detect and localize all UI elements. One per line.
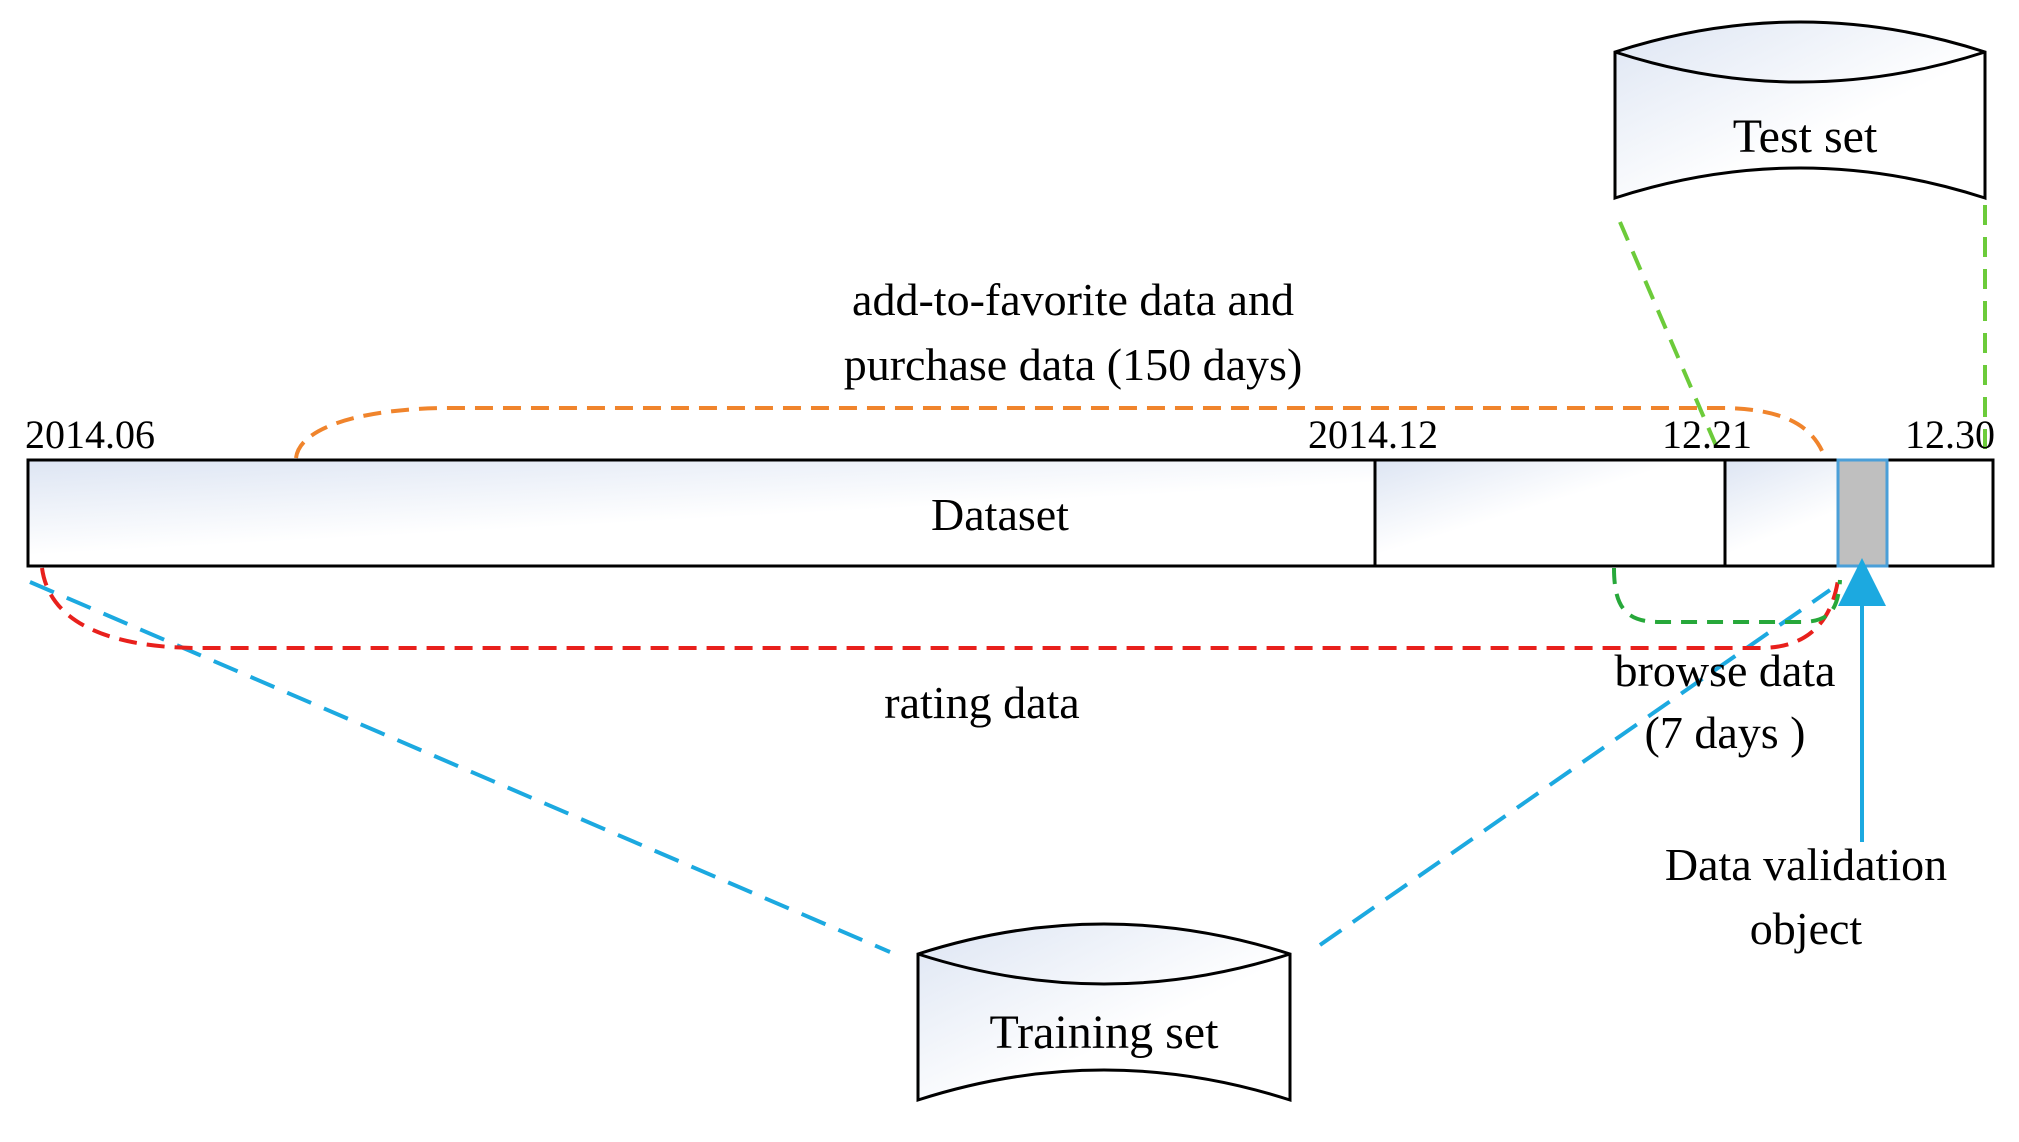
date-mid-label: 2014.12: [1308, 412, 1438, 457]
favorite-purchase-bracket: [294, 406, 1827, 459]
rating-label: rating data: [884, 677, 1079, 728]
date-start-label: 2014.06: [25, 412, 155, 457]
test-set-cylinder: [1613, 20, 1987, 201]
test-connector-left: [1618, 221, 1722, 456]
training-connector-left: [29, 580, 891, 954]
date-1221-label: 12.21: [1662, 412, 1752, 457]
training-set-label: Training set: [990, 1006, 1220, 1059]
browse-bracket: [1612, 567, 1842, 624]
segment-dec-period: [1373, 458, 1727, 568]
segment-after-validation: [1885, 458, 1995, 568]
test-set-label: Test set: [1733, 110, 1878, 163]
date-end-label: 12.30: [1905, 412, 1995, 457]
browse-label-line2: (7 days ): [1645, 707, 1806, 758]
favorite-label-line2: purchase data (150 days): [844, 339, 1303, 390]
training-connector-right: [1318, 588, 1832, 947]
favorite-label-line1: add-to-favorite data and: [852, 274, 1294, 325]
validation-label-line1: Data validation: [1665, 839, 1947, 890]
rating-bracket: [40, 567, 1840, 650]
browse-label-line1: browse data: [1615, 645, 1836, 696]
validation-label-line2: object: [1750, 903, 1863, 954]
training-set-cylinder: [916, 922, 1292, 1103]
dataset-label: Dataset: [931, 489, 1069, 540]
validation-block: [1836, 458, 1889, 568]
